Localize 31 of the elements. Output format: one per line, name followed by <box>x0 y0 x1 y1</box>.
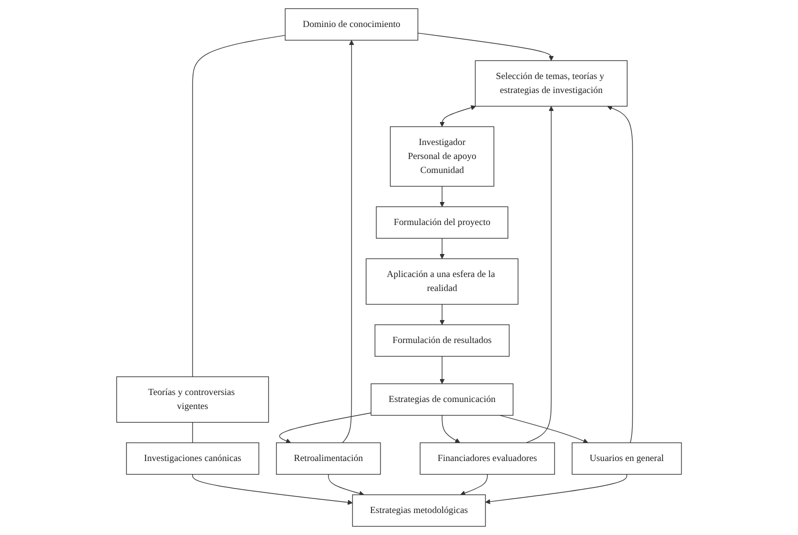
arrow <box>192 474 353 505</box>
connector <box>192 34 286 378</box>
connector <box>192 422 193 444</box>
arrow <box>439 304 445 325</box>
node-box: Estrategias metodológicas <box>352 494 486 527</box>
node-box: Formulación del proyecto <box>376 206 508 239</box>
node-box: Usuarios en general <box>572 442 682 475</box>
arrow <box>607 106 633 444</box>
arrow <box>439 356 445 384</box>
node-box: Financiadores evaluadores <box>420 442 555 475</box>
node-box: Estrategias de comunicación <box>370 383 514 416</box>
node-box: Formulación de resultados <box>374 324 510 357</box>
node-box: Investigaciones canónicas <box>126 442 260 475</box>
arrow <box>279 412 372 444</box>
arrow <box>342 40 354 444</box>
arrow <box>499 414 588 444</box>
node-box: Dominio de conocimiento <box>284 8 418 41</box>
arrow <box>442 414 460 443</box>
node-box: Aplicación a una esfera de la realidad <box>366 258 518 305</box>
node-box: Investigador Personal de apoyo Comunidad <box>390 126 494 187</box>
arrow <box>439 105 476 127</box>
arrow <box>439 238 445 259</box>
arrow <box>439 186 445 207</box>
node-box: Teorías y controversias vigentes <box>116 376 269 423</box>
arrow <box>485 474 628 504</box>
node-box: Selección de temas, teorías y estrategias de investigación <box>474 60 628 107</box>
arrow <box>417 32 554 61</box>
arrow <box>526 106 554 444</box>
node-box: Retroalimentación <box>276 442 381 475</box>
arrow <box>460 474 488 496</box>
arrow <box>328 474 364 496</box>
